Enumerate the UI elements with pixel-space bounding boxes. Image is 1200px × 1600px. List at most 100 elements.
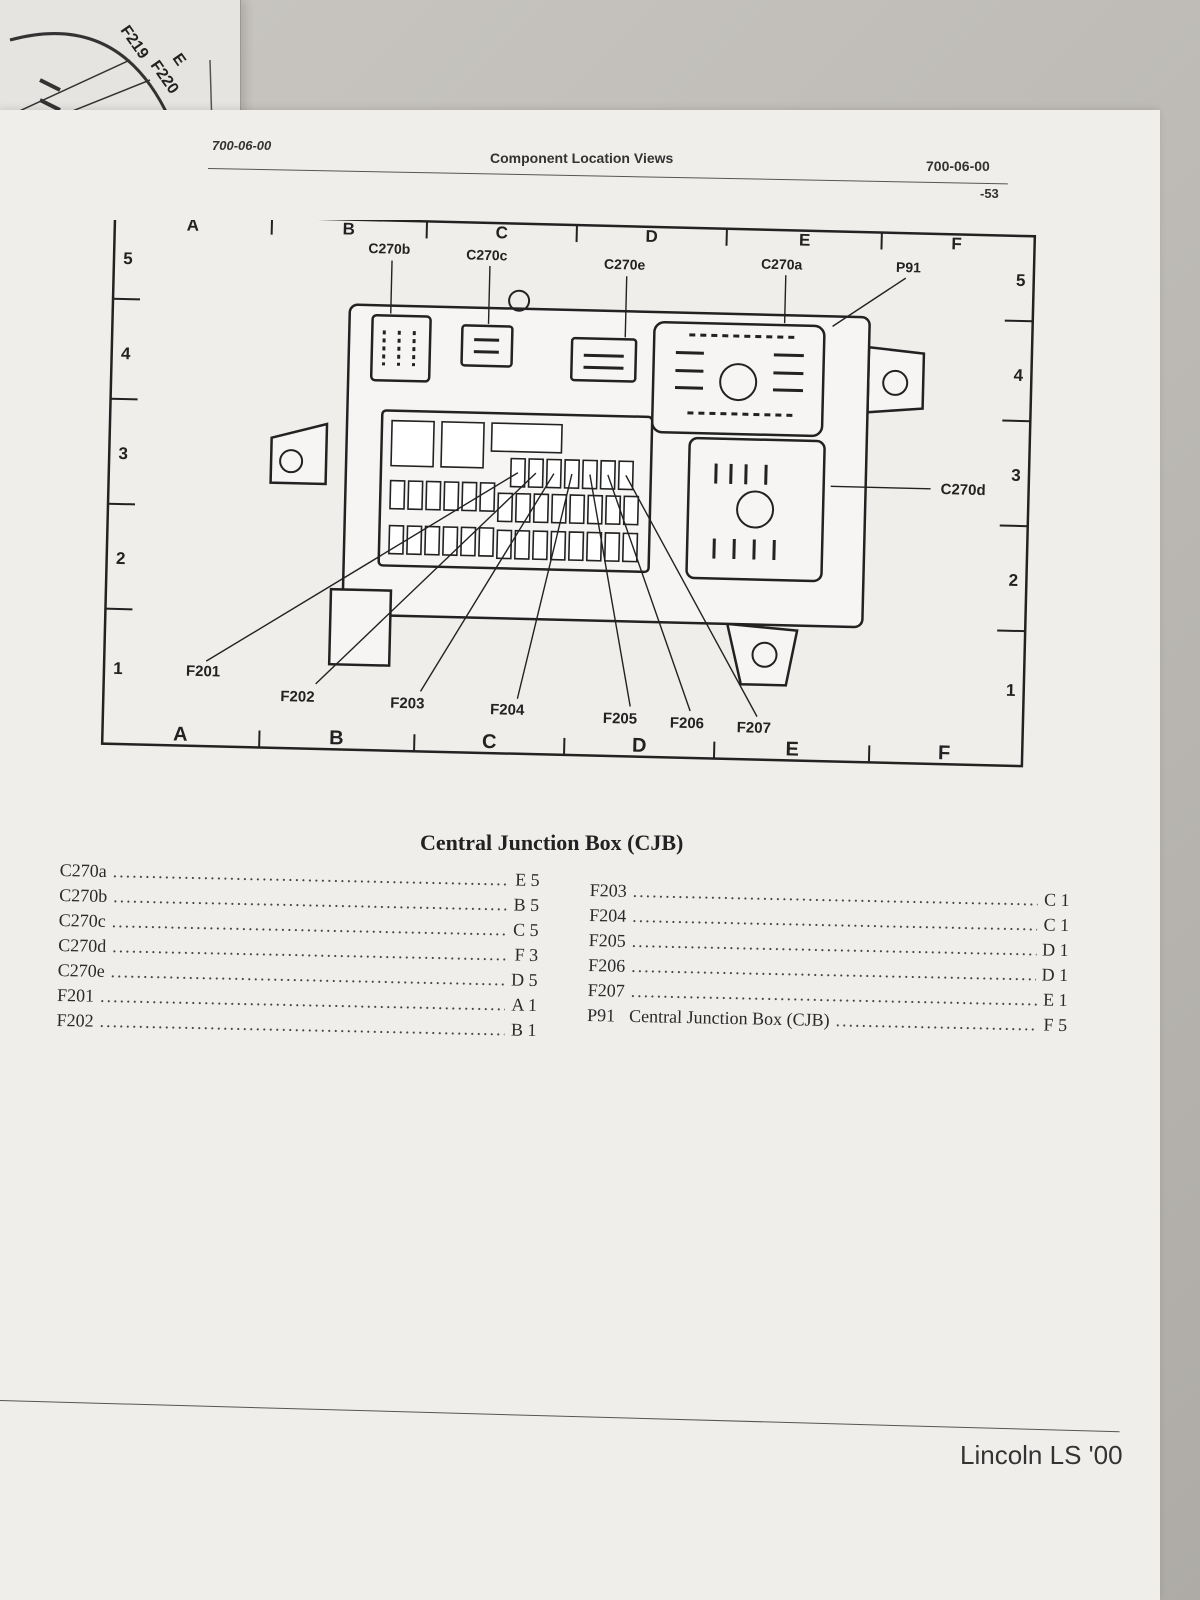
callout-f205 — [589, 474, 631, 707]
callout-f206 — [607, 474, 691, 712]
label-fuse: F205 — [603, 710, 638, 728]
index-label: C270a — [59, 860, 107, 881]
index-label: C270e — [57, 959, 105, 981]
header-title: Component Location Views — [490, 150, 674, 166]
callout-c270d — [830, 485, 931, 490]
grid-col-label-top: D — [645, 227, 658, 246]
index-label: F202 — [56, 1009, 94, 1031]
grid-col-label-top: A — [186, 220, 199, 235]
leader-dots — [835, 1010, 1037, 1035]
grid-row-label-right: 1 — [1006, 681, 1016, 700]
footer-rule — [0, 1400, 1120, 1433]
index-label: C270b — [59, 884, 108, 906]
grid-col-label-bottom: B — [329, 727, 344, 749]
grid-row-label-left: 3 — [118, 444, 128, 463]
manual-page: 700-06-00 Component Location Views 700-0… — [0, 110, 1160, 1600]
header-rule — [207, 168, 1008, 185]
header-page-number: -53 — [980, 186, 999, 201]
right-mounting-ear — [866, 345, 926, 414]
label-p91: P91 — [896, 259, 922, 276]
index-label: F207 — [587, 979, 625, 1001]
index-label: P91 — [586, 1004, 616, 1026]
component-index-left: C270a E 5 C270b B 5 C270c C 5 C270d F 3 … — [56, 860, 540, 1045]
index-label: F205 — [588, 929, 626, 951]
label-fuse: F202 — [280, 688, 315, 706]
index-location: C 1 — [1043, 889, 1070, 911]
index-location: E 5 — [514, 869, 540, 891]
grid-row-label-right: 3 — [1011, 466, 1021, 485]
callout-f203 — [419, 473, 555, 692]
index-location: F 3 — [514, 944, 539, 966]
grid-col-label-top: F — [951, 234, 962, 253]
relay-block — [327, 587, 393, 667]
connector-c270c — [460, 324, 514, 368]
leader-dots — [113, 861, 510, 890]
grid-row-label-right: 5 — [1016, 271, 1026, 290]
label-fuse: F201 — [186, 663, 221, 681]
connector-c270a — [650, 321, 826, 438]
callout-f202 — [315, 472, 537, 685]
cjb-diagram: A B C D E F A B C D E F 5 4 3 2 1 5 4 3 — [100, 220, 1037, 768]
label-fuse: F206 — [670, 715, 705, 733]
callout-f204 — [516, 473, 573, 699]
grid-row-label-left: 1 — [113, 659, 123, 678]
connector-c270e — [569, 336, 638, 383]
grid-col-label-top: B — [342, 220, 355, 239]
index-label: F203 — [589, 880, 628, 901]
grid-col-label-top: C — [495, 223, 508, 242]
index-description: Central Junction Box (CJB) — [628, 1005, 830, 1031]
callout-f201 — [205, 472, 519, 662]
index-location: B 5 — [513, 894, 540, 916]
diagram-frame — [100, 220, 1037, 768]
callout-c270c — [487, 265, 491, 324]
grid-col-label-bottom: C — [482, 731, 497, 753]
index-label: F204 — [589, 904, 627, 926]
label-c270c: C270c — [466, 246, 508, 263]
label-c270a: C270a — [761, 256, 803, 273]
index-label: C270c — [58, 909, 106, 931]
grid-row-label-left: 2 — [116, 549, 126, 568]
callout-f207 — [625, 475, 758, 717]
component-index-right: F203 C 1 F204 C 1 F205 D 1 F206 D 1 F207… — [587, 880, 1070, 1040]
label-fuse: F203 — [390, 695, 425, 713]
grid-row-label-right: 2 — [1008, 571, 1018, 590]
label-c270d: C270d — [940, 481, 985, 499]
grid-col-label-top: E — [799, 231, 811, 250]
connector-c270d — [685, 436, 826, 583]
index-label: C270d — [58, 934, 107, 956]
index-location: F 5 — [1043, 1014, 1068, 1036]
callout-c270e — [624, 276, 628, 338]
label-fuse: F204 — [490, 701, 525, 719]
index-label: F201 — [56, 984, 95, 1006]
grid-row-label-right: 4 — [1013, 366, 1023, 385]
grid-col-label-bottom: E — [785, 738, 799, 760]
index-location: A 1 — [511, 994, 538, 1016]
label-fuse: F207 — [737, 719, 772, 737]
index-location: E 1 — [1042, 989, 1068, 1011]
grid-row-label-left: 4 — [121, 344, 131, 363]
callout-p91 — [832, 277, 907, 327]
callout-c270a — [783, 275, 787, 324]
figure-caption: Central Junction Box (CJB) — [420, 830, 684, 855]
index-label: F206 — [588, 954, 626, 976]
index-location: B 1 — [510, 1019, 537, 1041]
label-c270b: C270b — [368, 240, 410, 257]
index-location: D 1 — [1041, 939, 1069, 961]
connector-c270b — [369, 313, 432, 383]
grid-row-label-left: 5 — [123, 249, 133, 268]
index-location: D 5 — [510, 969, 538, 991]
grid-col-label-bottom: A — [173, 723, 188, 745]
label-c270e: C270e — [604, 256, 646, 273]
leader-dots — [633, 881, 1039, 910]
index-location: C 5 — [512, 919, 539, 941]
footer-title: Lincoln LS '00 — [960, 1440, 1123, 1470]
index-location: D 1 — [1041, 964, 1069, 986]
grid-col-label-bottom: F — [938, 742, 951, 764]
bottom-mounting-ear — [725, 622, 799, 687]
left-page-column-letter: E — [169, 51, 189, 70]
callout-c270b — [390, 260, 393, 314]
index-location: C 1 — [1043, 914, 1070, 936]
header-right-code: 700-06-00 — [926, 158, 990, 174]
grid-col-label-bottom: D — [632, 735, 647, 757]
header-left-code: 700-06-00 — [212, 138, 272, 153]
